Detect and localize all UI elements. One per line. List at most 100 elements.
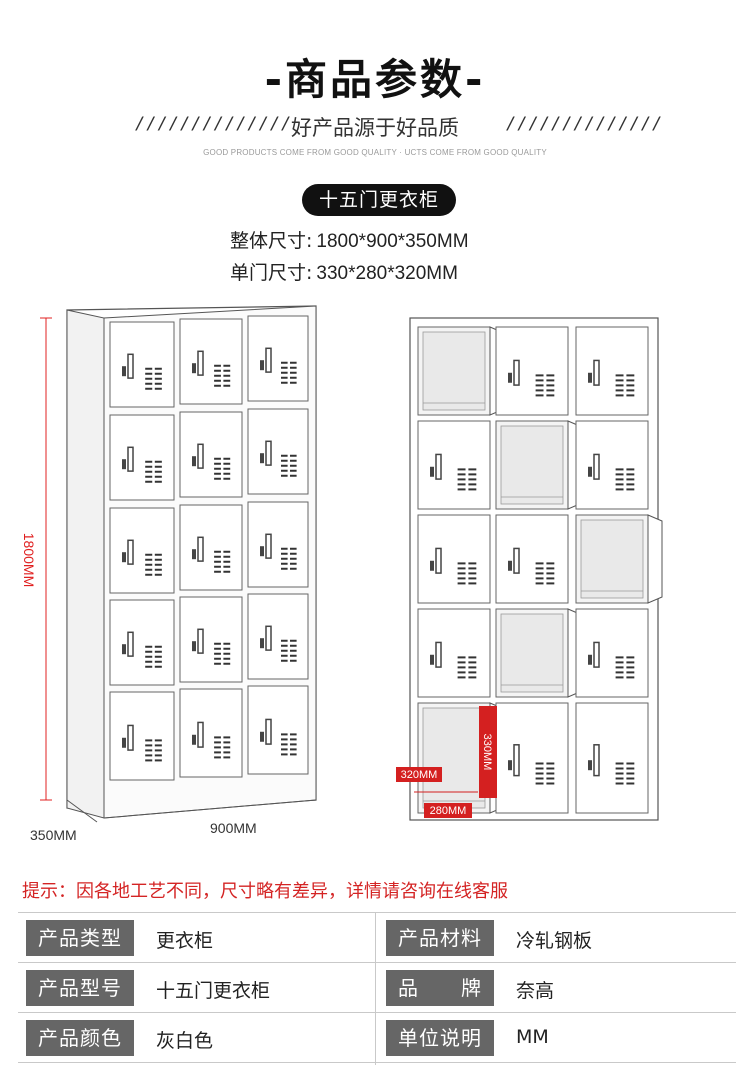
lock-icon xyxy=(430,654,434,665)
lock-icon xyxy=(192,363,196,374)
cabinet-side xyxy=(66,309,105,819)
door-handle xyxy=(265,625,272,651)
table-row: 产品颜色 灰白色 单位说明 MM xyxy=(18,1013,736,1063)
locker-door xyxy=(109,321,175,408)
locker-illustration: 1800MM 350MM 900MM 330MM 320MM 280MM xyxy=(21,305,663,843)
compartment-interior xyxy=(500,613,564,693)
param-label-unit: 单位说明 xyxy=(386,1020,494,1056)
decorative-slashes-left: ////////////// xyxy=(135,114,293,134)
door-handle xyxy=(127,353,134,379)
lock-icon xyxy=(122,459,126,470)
door-handle xyxy=(435,453,442,480)
lock-icon xyxy=(508,372,512,383)
locker-door xyxy=(247,408,309,495)
locker-door xyxy=(247,593,309,680)
table-row: 产品型号 十五门更衣柜 品 牌 奈高 xyxy=(18,963,736,1013)
table-row: 产品类型 更衣柜 产品材料 冷轧钢板 xyxy=(18,913,736,963)
compartment-interior xyxy=(580,519,644,599)
locker-door xyxy=(179,596,243,683)
lock-icon xyxy=(260,546,264,557)
locker-door xyxy=(575,326,649,416)
overall-size-label: 整体尺寸: xyxy=(230,230,313,252)
lock-icon xyxy=(122,552,126,563)
locker-door xyxy=(247,501,309,588)
door-handle xyxy=(513,744,520,777)
lock-icon xyxy=(260,453,264,464)
locker-door xyxy=(575,702,649,814)
door-size-value: 330*280*320MM xyxy=(316,263,458,284)
lock-icon xyxy=(122,644,126,655)
params-table: 产品类型 更衣柜 产品材料 冷轧钢板 产品型号 十五门更衣柜 品 牌 奈高 产品… xyxy=(18,912,736,1065)
door-handle xyxy=(593,744,600,777)
dimension-annotations: 1800MM 350MM 900MM 330MM 320MM 280MM xyxy=(21,317,497,843)
door-handle xyxy=(265,533,272,559)
overall-size-spec: 整体尺寸:1800*900*350MM xyxy=(230,226,469,253)
param-label-type: 产品类型 xyxy=(26,920,134,956)
door-handle xyxy=(435,641,442,668)
door-handle xyxy=(435,547,442,574)
door-handle xyxy=(265,440,272,466)
product-name-badge: 十五门更衣柜 xyxy=(302,184,456,216)
lock-icon xyxy=(508,760,512,771)
open-locker-drawing xyxy=(409,317,663,821)
decorative-slashes-right: ////////////// xyxy=(506,114,664,134)
locker-door xyxy=(179,411,243,498)
table-column-divider xyxy=(375,913,376,1065)
compartment-interior xyxy=(422,707,486,809)
door-size-spec: 单门尺寸:330*280*320MM xyxy=(230,258,458,285)
lock-icon xyxy=(508,560,512,571)
lock-icon xyxy=(260,638,264,649)
door-handle xyxy=(127,446,134,472)
lock-icon xyxy=(122,366,126,377)
width-label: 900MM xyxy=(210,820,257,836)
lock-icon xyxy=(588,466,592,477)
locker-door xyxy=(495,702,569,814)
lock-icon xyxy=(192,641,196,652)
door-height-tag xyxy=(479,706,497,798)
door-width-tag xyxy=(424,803,472,818)
overall-size-value: 1800*900*350MM xyxy=(316,231,469,252)
locker-door xyxy=(417,420,491,510)
locker-door xyxy=(109,691,175,781)
lock-icon xyxy=(260,731,264,742)
door-handle xyxy=(197,536,204,562)
lock-icon xyxy=(588,760,592,771)
locker-door xyxy=(179,688,243,778)
door-handle xyxy=(127,724,134,751)
locker-door xyxy=(575,608,649,698)
param-value-material: 冷轧钢板 xyxy=(516,930,593,952)
door-handle xyxy=(593,453,600,480)
locker-door xyxy=(109,599,175,686)
door-handle xyxy=(127,631,134,657)
param-label-color: 产品颜色 xyxy=(26,1020,134,1056)
closed-locker-drawing xyxy=(66,305,317,819)
param-value-brand: 奈高 xyxy=(516,980,555,1002)
param-label-brand: 品 牌 xyxy=(386,970,494,1006)
param-label-material: 产品材料 xyxy=(386,920,494,956)
door-handle xyxy=(197,350,204,376)
param-value-color: 灰白色 xyxy=(156,1030,214,1052)
compartment-interior xyxy=(500,425,564,505)
door-width-label: 280MM xyxy=(430,805,467,817)
lock-icon xyxy=(430,466,434,477)
param-value-model: 十五门更衣柜 xyxy=(156,980,271,1002)
locker-door xyxy=(495,514,569,604)
compartment-interior xyxy=(422,331,486,411)
lock-icon xyxy=(122,737,126,748)
locker-door xyxy=(417,608,491,698)
door-handle xyxy=(513,547,520,574)
subtitle-row: ////////////// 好产品源于好品质 ////////////// xyxy=(0,112,750,140)
door-depth-tag xyxy=(396,767,442,782)
height-label: 1800MM xyxy=(21,533,37,587)
door-handle xyxy=(265,347,272,373)
notice-text: 提示：因各地工艺不同，尺寸略有差异，详情请咨询在线客服 xyxy=(22,881,508,902)
param-value-type: 更衣柜 xyxy=(156,930,214,952)
swung-door xyxy=(647,514,663,604)
locker-door xyxy=(575,420,649,510)
param-value-unit: MM xyxy=(516,1026,549,1048)
door-depth-label: 320MM xyxy=(401,769,438,781)
door-handle xyxy=(265,718,272,745)
door-handle xyxy=(513,359,520,386)
locker-door xyxy=(109,507,175,594)
lock-icon xyxy=(192,456,196,467)
